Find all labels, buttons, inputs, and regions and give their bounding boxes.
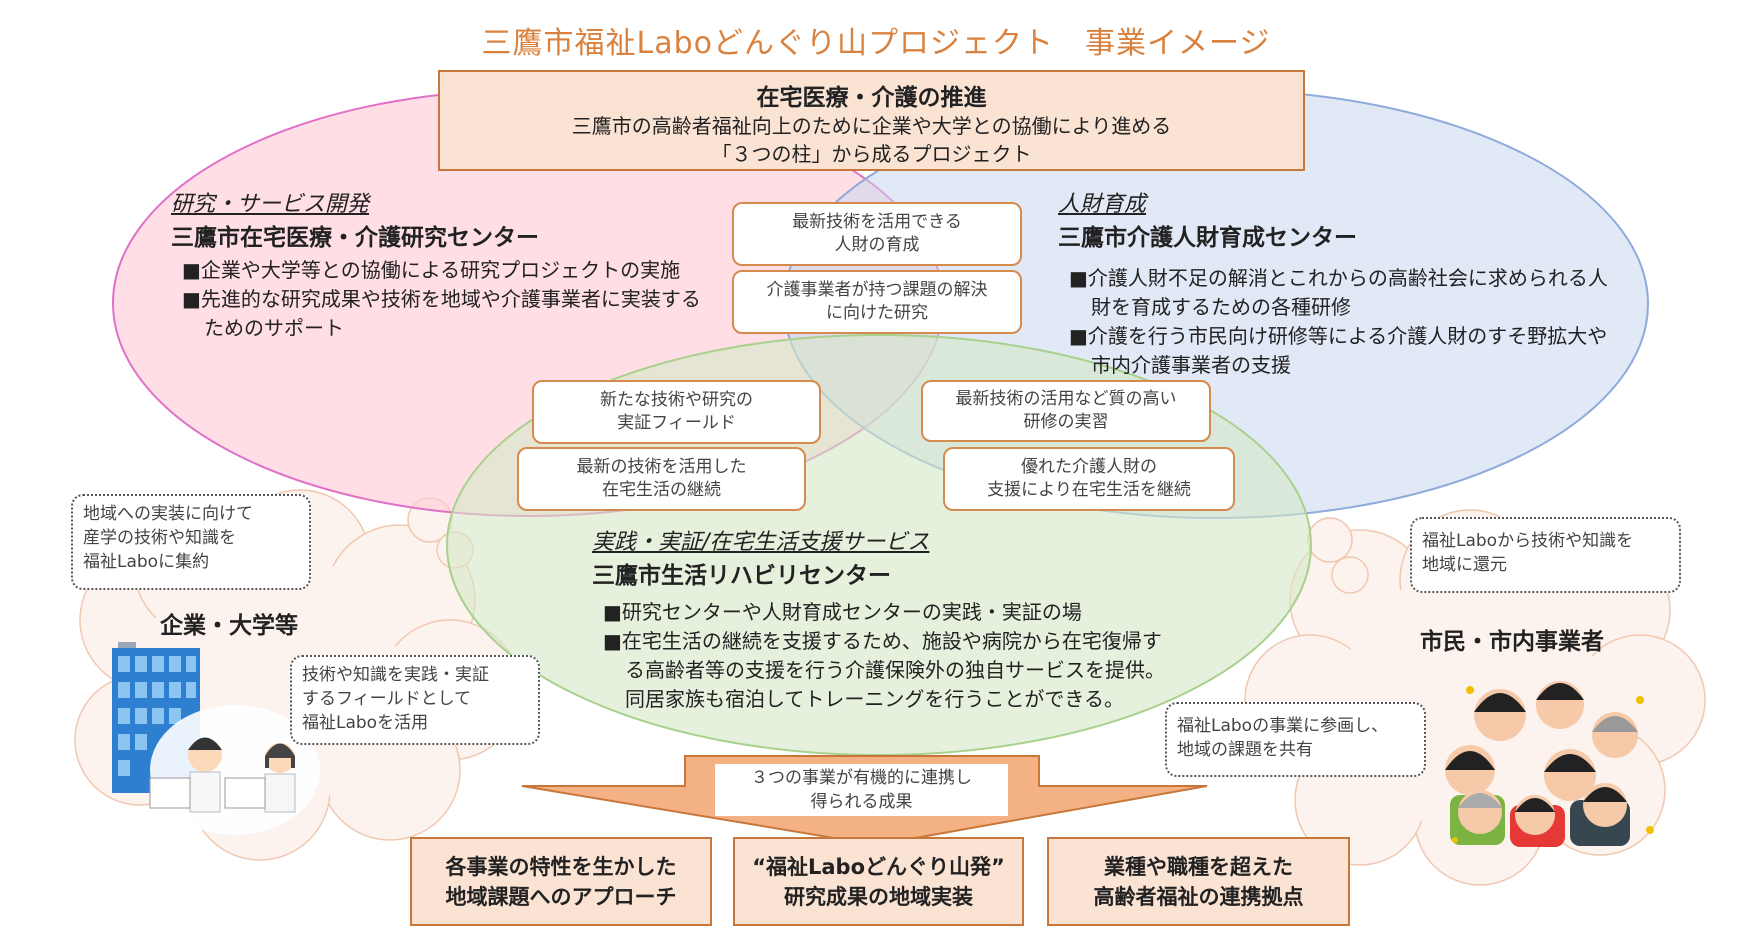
research-bullet: ■企業や大学等との協働による研究プロジェクトの実施 [182, 258, 681, 282]
overlap-line: 支援により在宅生活を継続 [987, 480, 1191, 500]
training-section: 人財育成 三鷹市介護人財育成センター ■介護人財不足の解消とこれからの高齢社会に… [1058, 186, 1618, 380]
summary-heading: 在宅医療・介護の推進 [756, 85, 987, 111]
note-line: 地域に還元 [1422, 555, 1507, 575]
summary-line: 三鷹市の高齢者福祉向上のために企業や大学との協働により進める [571, 114, 1172, 138]
companies-label: 企業・大学等 [160, 613, 298, 639]
overlap-box: 新たな技術や研究の実証フィールド [532, 380, 821, 444]
research-center-name: 三鷹市在宅医療・介護研究センター [171, 225, 539, 251]
overlap-line: 最新技術の活用など質の高い [955, 389, 1177, 409]
overlap-box: 介護事業者が持つ課題の解決に向けた研究 [732, 270, 1022, 334]
crowd-illustration [1445, 681, 1654, 847]
overlap-line: 在宅生活の継続 [602, 480, 721, 500]
arrow-caption: ３つの事業が有機的に連携し得られる成果 [715, 764, 1008, 816]
arrow-caption-line: ３つの事業が有機的に連携し [751, 768, 972, 788]
note-line: 地域への実装に向けて [83, 504, 253, 524]
note-line: するフィールドとして [302, 689, 472, 709]
note-line: 技術や知識を実践・実証 [302, 665, 489, 685]
outcome-line: “福祉Laboどんぐり山発” [752, 854, 1005, 879]
project-summary-box: 在宅医療・介護の推進 三鷹市の高齢者福祉向上のために企業や大学との協働により進め… [438, 70, 1305, 171]
training-bullet: ■介護を行う市民向け研修等による介護人財のすそ野拡大や市内介護事業者の支援 [1069, 324, 1608, 377]
outcome-line: 業種や職種を超えた [1104, 854, 1293, 879]
overlap-box: 最新技術を活用できる人財の育成 [732, 202, 1022, 266]
note-line: 福祉Laboの事業に参画し、 [1177, 716, 1389, 736]
overlap-line: 介護事業者が持つ課題の解決 [766, 280, 988, 300]
outcome-line: 高齢者福祉の連携拠点 [1093, 884, 1304, 909]
note-line: 産学の技術や知識を [83, 528, 236, 548]
overlap-line: 新たな技術や研究の [600, 390, 753, 410]
citizens-note: 福祉Laboから技術や知識を地域に還元 [1410, 517, 1681, 593]
training-bullet: ■介護人財不足の解消とこれからの高齢社会に求められる人財を育成するための各種研修 [1069, 266, 1608, 319]
rehab-bullet: ■研究センターや人財育成センターの実践・実証の場 [603, 600, 1082, 624]
note-line: 福祉Laboから技術や知識を [1422, 531, 1634, 551]
outcome-box: 各事業の特性を生かした地域課題へのアプローチ [410, 837, 712, 926]
overlap-line: 研修の実習 [1023, 412, 1109, 432]
building-illustration [112, 642, 320, 835]
citizens-note: 福祉Laboの事業に参画し、地域の課題を共有 [1165, 702, 1426, 777]
rehab-center-name: 三鷹市生活リハビリセンター [592, 563, 891, 589]
note-line: 福祉Laboに集約 [83, 552, 210, 572]
research-section: 研究・サービス開発 三鷹市在宅医療・介護研究センター ■企業や大学等との協働によ… [171, 186, 711, 343]
research-bullet: ■先進的な研究成果や技術を地域や介護事業者に実装するためのサポート [182, 287, 701, 340]
rehab-section: 実践・実証/在宅生活支援サービス 三鷹市生活リハビリセンター ■研究センターや人… [592, 524, 1172, 714]
outcome-box: 業種や職種を超えた高齢者福祉の連携拠点 [1047, 837, 1350, 926]
overlap-line: に向けた研究 [826, 303, 928, 323]
page-title: 三鷹市福祉Laboどんぐり山プロジェクト 事業イメージ [481, 26, 1271, 61]
overlap-box: 最新の技術を活用した在宅生活の継続 [517, 447, 806, 511]
overlap-line: 最新の技術を活用した [576, 457, 747, 477]
overlap-line: 最新技術を活用できる [792, 212, 962, 232]
outcome-line: 各事業の特性を生かした [445, 854, 677, 879]
rehab-bullet: ■在宅生活の継続を支援するため、施設や病院から在宅復帰する高齢者等の支援を行う介… [603, 629, 1165, 711]
companies-note: 地域への実装に向けて産学の技術や知識を福祉Laboに集約 [71, 494, 311, 590]
overlap-line: 人財の育成 [834, 235, 920, 255]
note-line: 地域の課題を共有 [1177, 740, 1313, 760]
training-center-name: 三鷹市介護人財育成センター [1058, 225, 1357, 251]
citizens-label: 市民・市内事業者 [1420, 629, 1604, 655]
overlap-line: 実証フィールド [617, 413, 736, 433]
training-category: 人財育成 [1058, 192, 1147, 217]
outcome-box: “福祉Laboどんぐり山発” 研究成果の地域実装 [733, 837, 1024, 926]
outcome-line: 地域課題へのアプローチ [445, 884, 677, 909]
arrow-caption-line: 得られる成果 [810, 792, 913, 812]
note-line: 福祉Laboを活用 [302, 713, 429, 733]
companies-note: 技術や知識を実践・実証するフィールドとして福祉Laboを活用 [290, 655, 540, 745]
rehab-category: 実践・実証/在宅生活支援サービス [592, 530, 930, 555]
overlap-line: 優れた介護人財の [1021, 457, 1157, 477]
summary-line: 「３つの柱」から成るプロジェクト [711, 142, 1032, 166]
research-category: 研究・サービス開発 [171, 192, 370, 217]
overlap-box: 最新技術の活用など質の高い研修の実習 [921, 380, 1211, 442]
overlap-box: 優れた介護人財の支援により在宅生活を継続 [943, 447, 1235, 511]
outcome-line: 研究成果の地域実装 [784, 884, 973, 909]
